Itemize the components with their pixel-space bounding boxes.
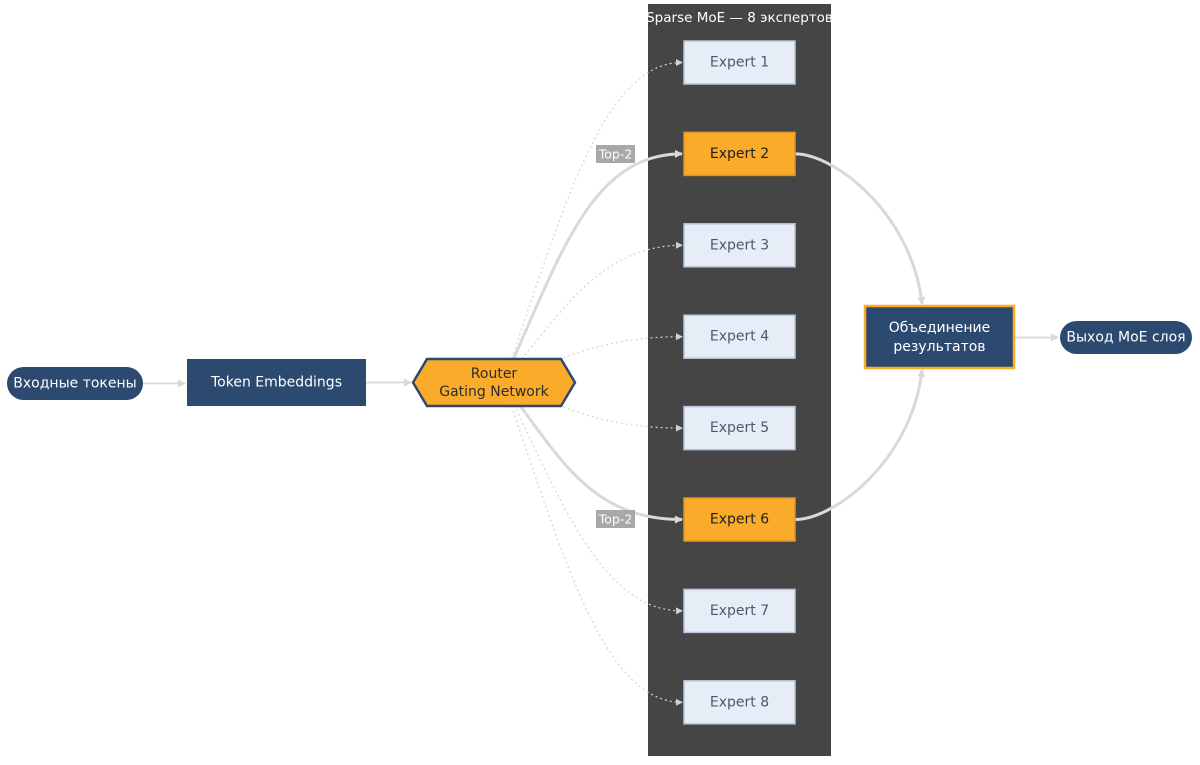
expert-4-node[interactable]: Expert 4 [683, 314, 796, 359]
expert-4-label: Expert 4 [710, 329, 769, 345]
expert-3-node[interactable]: Expert 3 [683, 223, 796, 268]
token-embeddings-label: Token Embeddings [210, 375, 342, 391]
edge-label-top2-2: Top-2 [598, 512, 633, 527]
experts: Expert 1 Expert 2 Expert 3 Expert 4 Expert 5… [683, 40, 796, 725]
expert-cluster [648, 4, 831, 756]
cluster-title: Sparse MoE — 8 экспертов [646, 10, 833, 26]
input-tokens-label: Входные токены [13, 376, 136, 392]
expert-7-label: Expert 7 [710, 603, 769, 619]
router-label-line1: Router [471, 366, 518, 382]
edge-router-expert-7 [502, 382, 683, 615]
moe-output-label: Выход MoE слоя [1066, 330, 1185, 346]
router-label-line2: Gating Network [439, 384, 549, 400]
moe-output-node[interactable]: Выход MoE слоя [1060, 321, 1192, 354]
combine-label-line2: результатов [893, 339, 985, 355]
input-tokens-node[interactable]: Входные токены [7, 367, 143, 400]
edge-router-expert-2 [501, 149, 683, 384]
expert-8-node[interactable]: Expert 8 [683, 680, 796, 725]
edge-router-expert-3 [502, 241, 683, 383]
token-embeddings-node[interactable]: Token Embeddings [187, 359, 366, 406]
edge-expert-6-combine [794, 369, 926, 521]
combine-results-node[interactable]: Объединение результатов [863, 304, 1016, 370]
expert-7-node[interactable]: Expert 7 [683, 588, 796, 634]
expert-2-node[interactable]: Expert 2 [683, 131, 796, 177]
expert-5-label: Expert 5 [710, 420, 769, 436]
expert-8-label: Expert 8 [710, 694, 769, 710]
expert-6-label: Expert 6 [710, 512, 769, 528]
expert-1-label: Expert 1 [710, 55, 769, 71]
combine-label-line1: Объединение [889, 320, 991, 336]
edge-expert-2-combine [794, 152, 926, 305]
edge-label-top2-expert2: Top-2 [596, 145, 635, 163]
edge-label-top2-expert6: Top-2 [596, 510, 635, 528]
expert-2-label: Expert 2 [710, 146, 769, 162]
expert-5-node[interactable]: Expert 5 [683, 405, 796, 451]
expert-3-label: Expert 3 [710, 237, 769, 253]
edge-router-expert-6 [501, 381, 683, 524]
expert-6-node[interactable]: Expert 6 [683, 497, 796, 542]
edge-label-top2-1: Top-2 [598, 147, 633, 162]
expert-1-node[interactable]: Expert 1 [683, 40, 796, 85]
router-node[interactable]: Router Gating Network [411, 357, 577, 408]
